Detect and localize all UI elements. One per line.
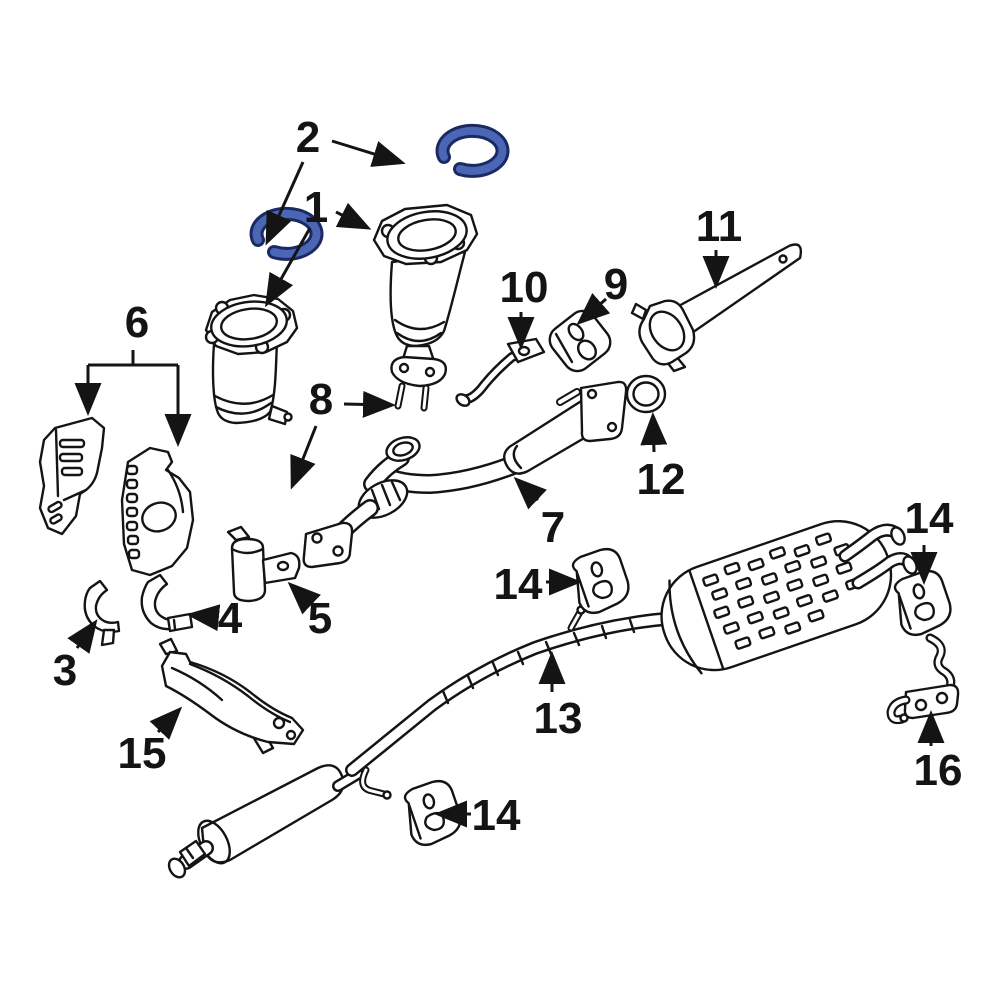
extension-pipe-11 bbox=[630, 243, 803, 373]
leader-line bbox=[343, 390, 396, 418]
callout-4: 4 bbox=[186, 594, 243, 643]
callout-label: 9 bbox=[604, 260, 628, 309]
rubber-insulator-9 bbox=[548, 309, 612, 373]
callout-label: 14 bbox=[494, 560, 543, 609]
heat-shield-left bbox=[38, 416, 106, 536]
callout-label: 2 bbox=[296, 113, 320, 162]
leader-line bbox=[149, 706, 183, 740]
callout-label: 15 bbox=[118, 729, 167, 778]
seal-ring-12 bbox=[625, 374, 667, 414]
callout-label: 11 bbox=[696, 202, 743, 251]
leader-bracket bbox=[88, 350, 178, 367]
callout-label: 3 bbox=[53, 646, 77, 695]
intermediate-pipe-13 bbox=[345, 605, 707, 800]
callout-14-right: 14 bbox=[905, 494, 954, 585]
leader-line bbox=[67, 619, 98, 654]
callout-14-middle: 14 bbox=[494, 560, 582, 609]
heat-shield-right bbox=[120, 446, 195, 577]
support-bracket-10 bbox=[455, 337, 546, 407]
leader-line bbox=[290, 425, 318, 490]
callout-1: 1 bbox=[265, 183, 372, 308]
leader-line bbox=[186, 604, 221, 632]
leader-line bbox=[576, 293, 611, 325]
callout-7: 7 bbox=[513, 476, 565, 552]
callout-label: 4 bbox=[218, 594, 243, 643]
callout-15: 15 bbox=[118, 706, 183, 778]
rear-support-bracket-16 bbox=[886, 633, 960, 725]
callout-9: 9 bbox=[576, 260, 628, 325]
callout-14-bottom: 14 bbox=[434, 791, 521, 840]
clamp-3 bbox=[83, 579, 121, 647]
callout-label: 13 bbox=[534, 694, 583, 743]
clamp-4 bbox=[140, 573, 194, 633]
callout-11: 11 bbox=[696, 202, 743, 289]
snap-ring-right bbox=[435, 123, 510, 178]
callout-16: 16 bbox=[914, 710, 963, 795]
callout-label: 14 bbox=[905, 494, 954, 543]
callout-label: 5 bbox=[308, 594, 332, 643]
callout-label: 6 bbox=[125, 298, 149, 347]
callout-8: 8 bbox=[290, 375, 396, 490]
leader-line bbox=[265, 161, 305, 246]
catalytic-converter-right bbox=[372, 203, 479, 412]
leader-line bbox=[287, 581, 321, 615]
callout-label: 10 bbox=[500, 263, 549, 312]
callout-label: 14 bbox=[472, 791, 521, 840]
front-resonator bbox=[167, 764, 364, 879]
callout-label: 7 bbox=[541, 503, 565, 552]
callout-label: 16 bbox=[914, 746, 963, 795]
callout-label: 8 bbox=[309, 375, 333, 424]
callout-2: 2 bbox=[265, 113, 406, 246]
hanger-insulator-14-middle bbox=[567, 544, 635, 618]
front-exhaust-pipe-7 bbox=[302, 380, 628, 569]
heat-shield-15 bbox=[158, 637, 305, 755]
leader-line bbox=[640, 412, 668, 453]
catalytic-converter-left bbox=[204, 293, 299, 426]
callout-5: 5 bbox=[287, 581, 332, 643]
callout-6: 6 bbox=[74, 298, 192, 447]
leader-line bbox=[513, 476, 547, 510]
callout-label: 1 bbox=[304, 183, 328, 232]
callout-12: 12 bbox=[637, 412, 686, 504]
rear-muffler bbox=[660, 519, 918, 675]
leader-line bbox=[331, 139, 406, 167]
callout-label: 12 bbox=[637, 455, 686, 504]
mount-bracket-5 bbox=[226, 525, 301, 603]
leader-line bbox=[335, 202, 372, 230]
leader-line bbox=[265, 227, 312, 308]
callout-3: 3 bbox=[53, 619, 98, 695]
callout-13: 13 bbox=[534, 651, 583, 743]
callout-10: 10 bbox=[500, 263, 549, 350]
